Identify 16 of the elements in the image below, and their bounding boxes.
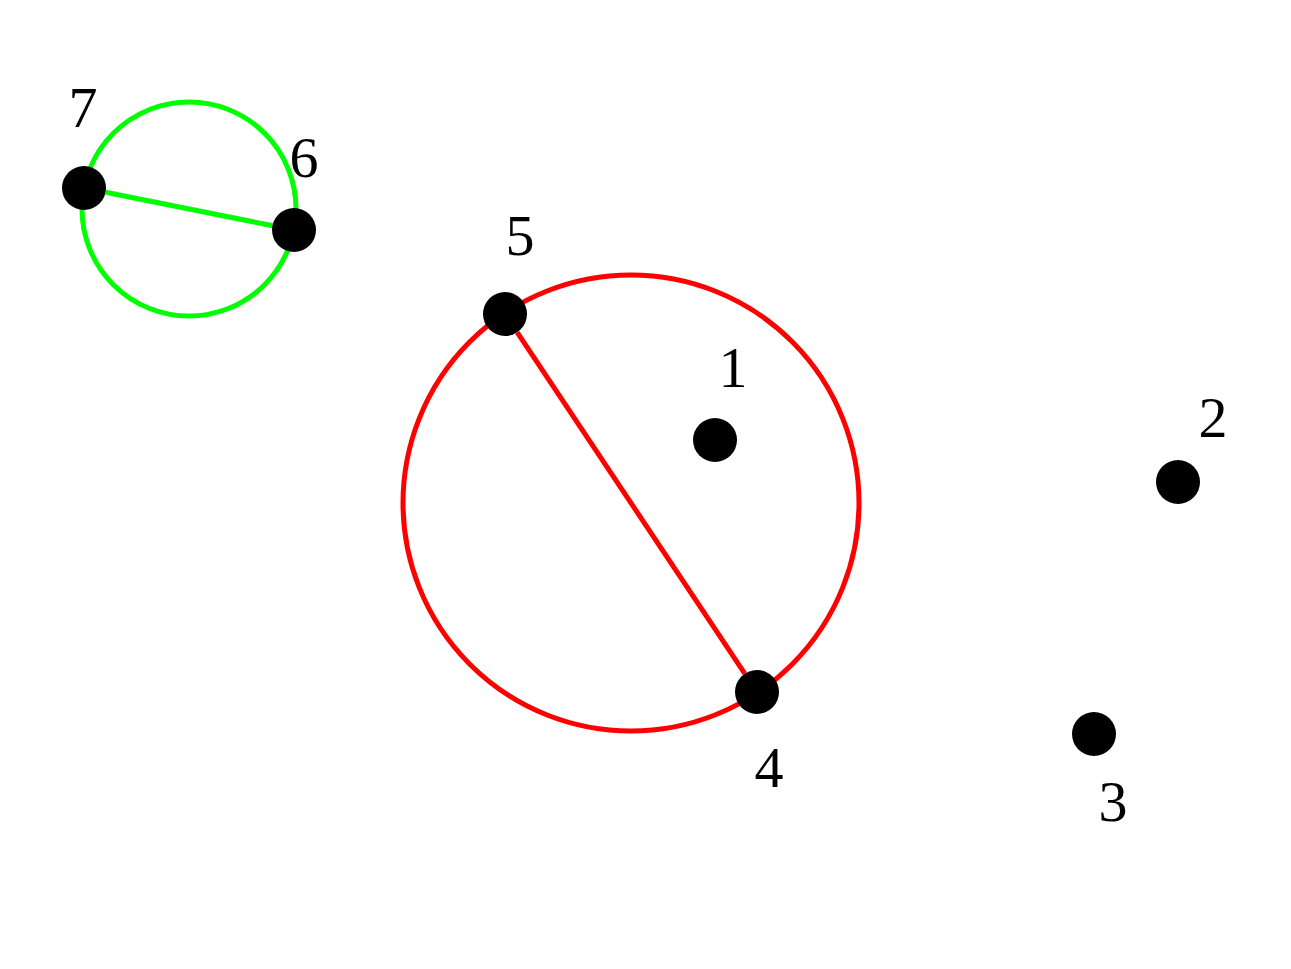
point-label: 6	[289, 129, 319, 187]
point-dot	[735, 670, 779, 714]
line-segment	[515, 330, 747, 676]
point-label: 2	[1198, 389, 1228, 447]
point-dot	[1072, 712, 1116, 756]
point-label: 1	[718, 339, 748, 397]
point-label: 7	[68, 79, 98, 137]
line-segment	[105, 189, 273, 229]
point-dot	[483, 292, 527, 336]
point-dot	[62, 166, 106, 210]
point-label: 5	[505, 207, 535, 265]
point-label: 3	[1098, 773, 1128, 831]
point-dot	[272, 208, 316, 252]
point-label: 4	[754, 739, 784, 797]
point-dot	[1156, 460, 1200, 504]
point-dot	[693, 418, 737, 462]
